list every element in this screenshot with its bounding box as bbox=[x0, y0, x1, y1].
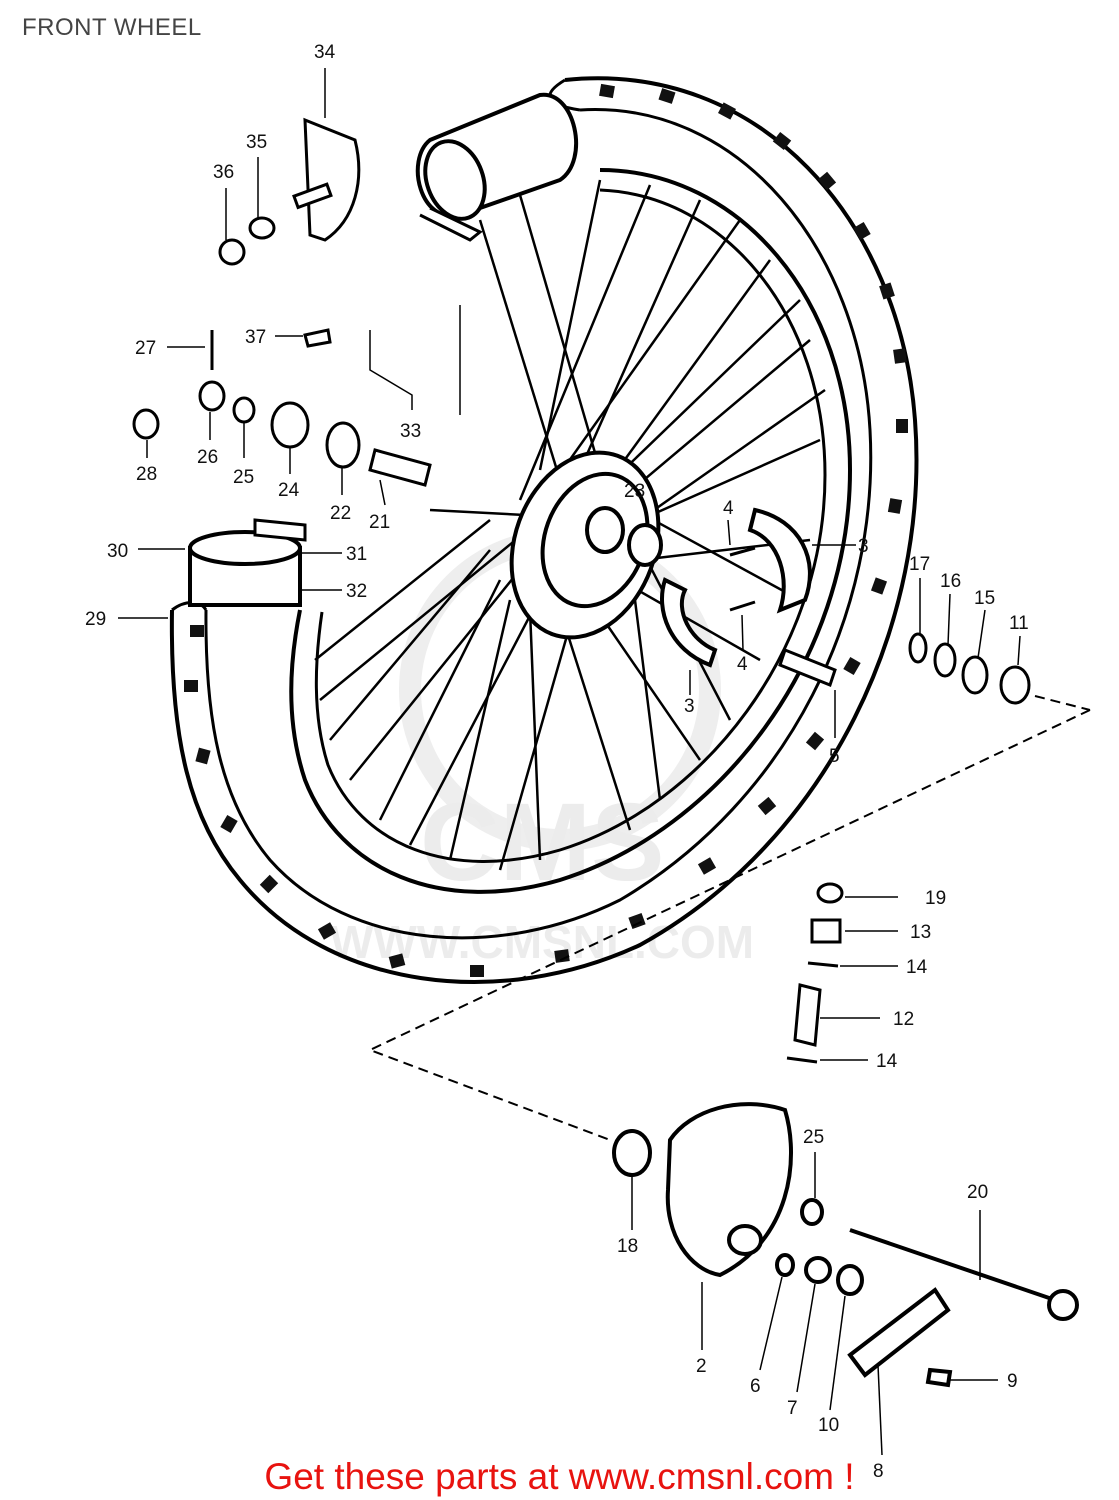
part-callouts: 34 35 36 27 37 33 28 26 25 24 22 21 23 4… bbox=[85, 42, 1029, 1482]
callout-27: 27 bbox=[135, 338, 156, 359]
callout-12: 12 bbox=[893, 1009, 914, 1030]
get-parts-link[interactable]: Get these parts at www.cmsnl.com ! bbox=[264, 1456, 855, 1497]
callout-10: 10 bbox=[818, 1415, 839, 1436]
callout-9: 9 bbox=[1007, 1371, 1018, 1392]
callout-24: 24 bbox=[278, 480, 300, 501]
assembly-dashed-line bbox=[367, 695, 1091, 1141]
callout-3-right: 3 bbox=[858, 536, 869, 557]
axle-parts-right bbox=[778, 632, 1031, 705]
callout-13: 13 bbox=[910, 922, 931, 943]
rim bbox=[289, 168, 853, 894]
callout-25-lower: 25 bbox=[803, 1127, 824, 1148]
callout-20: 20 bbox=[967, 1182, 988, 1203]
callout-35: 35 bbox=[246, 132, 267, 153]
callout-25: 25 bbox=[233, 467, 254, 488]
callout-6: 6 bbox=[750, 1376, 761, 1397]
callout-11: 11 bbox=[1009, 613, 1029, 634]
brake-panel bbox=[612, 1102, 864, 1296]
callout-36: 36 bbox=[213, 162, 234, 183]
page-title: FRONT WHEEL bbox=[22, 14, 202, 41]
tyre-tread-knobs bbox=[184, 83, 908, 977]
callout-33: 33 bbox=[400, 421, 421, 442]
callout-14-upper: 14 bbox=[906, 957, 928, 978]
callout-3-lower: 3 bbox=[684, 696, 695, 717]
callout-15: 15 bbox=[974, 588, 995, 609]
callout-19: 19 bbox=[925, 888, 946, 909]
callout-18: 18 bbox=[617, 1236, 638, 1257]
callout-32: 32 bbox=[346, 581, 367, 602]
callout-7: 7 bbox=[787, 1398, 798, 1419]
callout-31: 31 bbox=[346, 544, 367, 565]
hub bbox=[509, 450, 663, 640]
callout-5: 5 bbox=[829, 746, 840, 767]
callout-2: 2 bbox=[696, 1356, 707, 1377]
callout-23: 23 bbox=[624, 481, 645, 502]
inner-tube bbox=[415, 92, 578, 242]
callout-30: 30 bbox=[107, 541, 128, 562]
callout-8: 8 bbox=[873, 1461, 884, 1482]
hub-small-parts bbox=[132, 117, 432, 487]
callout-14-lower: 14 bbox=[876, 1051, 898, 1072]
callout-16: 16 bbox=[940, 571, 961, 592]
callout-4-upper: 4 bbox=[723, 498, 734, 519]
callout-4-lower: 4 bbox=[737, 654, 748, 675]
rim-band-section bbox=[188, 518, 307, 607]
callout-37: 37 bbox=[245, 327, 266, 348]
leader-lines bbox=[118, 68, 1021, 1456]
callout-21: 21 bbox=[369, 512, 390, 533]
brake-shoes bbox=[660, 507, 812, 668]
callout-34: 34 bbox=[314, 42, 336, 63]
axle-and-lever bbox=[847, 1228, 1079, 1388]
callout-29: 29 bbox=[85, 609, 106, 630]
speedometer-gear-parts bbox=[786, 882, 844, 1064]
callout-28: 28 bbox=[136, 464, 157, 485]
callout-26: 26 bbox=[197, 447, 218, 468]
callout-22: 22 bbox=[330, 503, 351, 524]
callout-17: 17 bbox=[909, 554, 930, 575]
